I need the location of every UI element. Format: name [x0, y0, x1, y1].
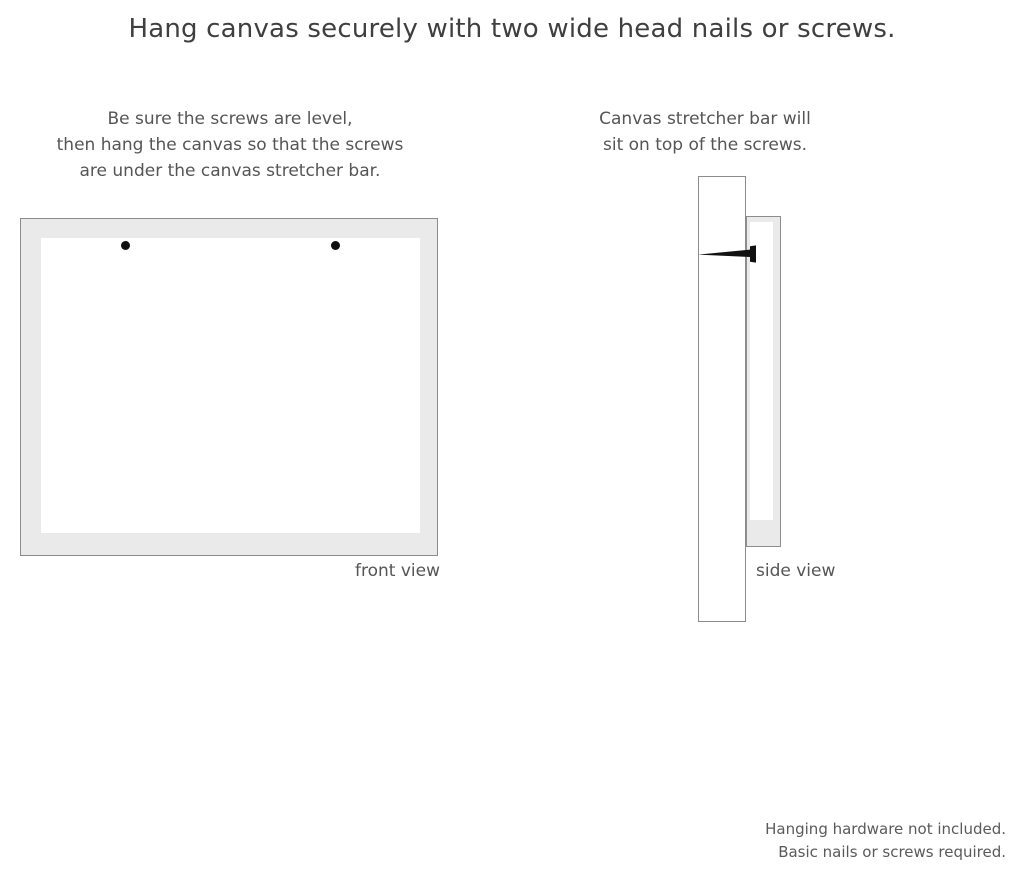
screw-head-icon-right [331, 241, 340, 250]
side-view-label: side view [756, 561, 836, 581]
nail-icon [698, 245, 756, 263]
front-view-caption-line-2: then hang the canvas so that the screws [56, 135, 404, 155]
front-view-label: front view [355, 561, 440, 581]
front-view-caption: Be sure the screws are level, then hang … [20, 106, 440, 184]
page-title: Hang canvas securely with two wide head … [128, 14, 896, 44]
front-view-caption-line-3: are under the canvas stretcher bar. [79, 161, 381, 181]
footer-note-line-1: Hanging hardware not included. [765, 820, 1006, 838]
canvas-face-inner [41, 238, 420, 533]
side-view-caption-line-1: Canvas stretcher bar will [599, 109, 811, 129]
side-view-caption-line-2: sit on top of the screws. [602, 135, 808, 155]
side-view-caption: Canvas stretcher bar will sit on top of … [585, 106, 825, 158]
footer-note: Hanging hardware not included. Basic nai… [765, 818, 1006, 864]
footer-note-line-2: Basic nails or screws required. [778, 843, 1006, 861]
canvas-stretcher-bar [698, 176, 746, 622]
wall-surface-inner [750, 222, 773, 520]
side-view-diagram [698, 176, 818, 626]
front-view-caption-line-1: Be sure the screws are level, [107, 109, 353, 129]
front-view-diagram [20, 218, 440, 558]
screw-head-icon-left [121, 241, 130, 250]
